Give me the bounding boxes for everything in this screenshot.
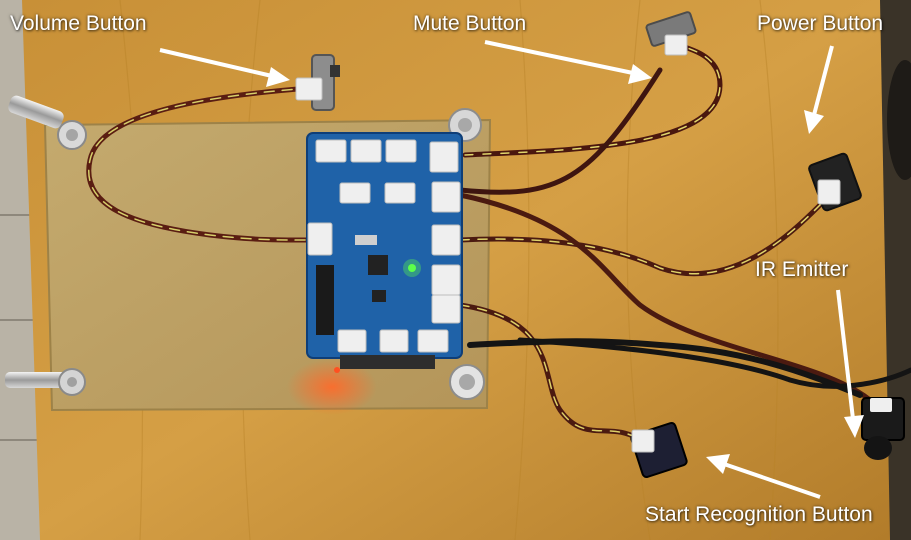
label-power-button: Power Button (757, 12, 884, 35)
arrow-start-recognition (723, 462, 821, 499)
label-mute-button: Mute Button (413, 12, 527, 35)
start-recognition-button-module (630, 422, 688, 478)
screw-bottom-left (5, 368, 86, 396)
arrow-ir (836, 289, 855, 420)
label-volume-button: Volume Button (10, 12, 147, 35)
pcb-board (306, 132, 463, 373)
power-button-module (808, 152, 862, 212)
arrow-volume (159, 48, 273, 78)
screw-top-left (8, 95, 87, 150)
ir-emitter-module (861, 397, 905, 460)
cables (86, 42, 911, 443)
arrow-mute (484, 40, 634, 75)
arrows (159, 40, 864, 499)
red-led-glow (287, 359, 377, 415)
mute-button-module (645, 11, 697, 56)
label-ir-emitter: IR Emitter (755, 258, 849, 281)
volume-button-module (295, 54, 340, 111)
screw-bottom-center (449, 364, 485, 400)
black-object-right (887, 60, 911, 180)
label-start-recognition-button: Start Recognition Button (645, 503, 873, 526)
arrow-power (812, 45, 834, 116)
